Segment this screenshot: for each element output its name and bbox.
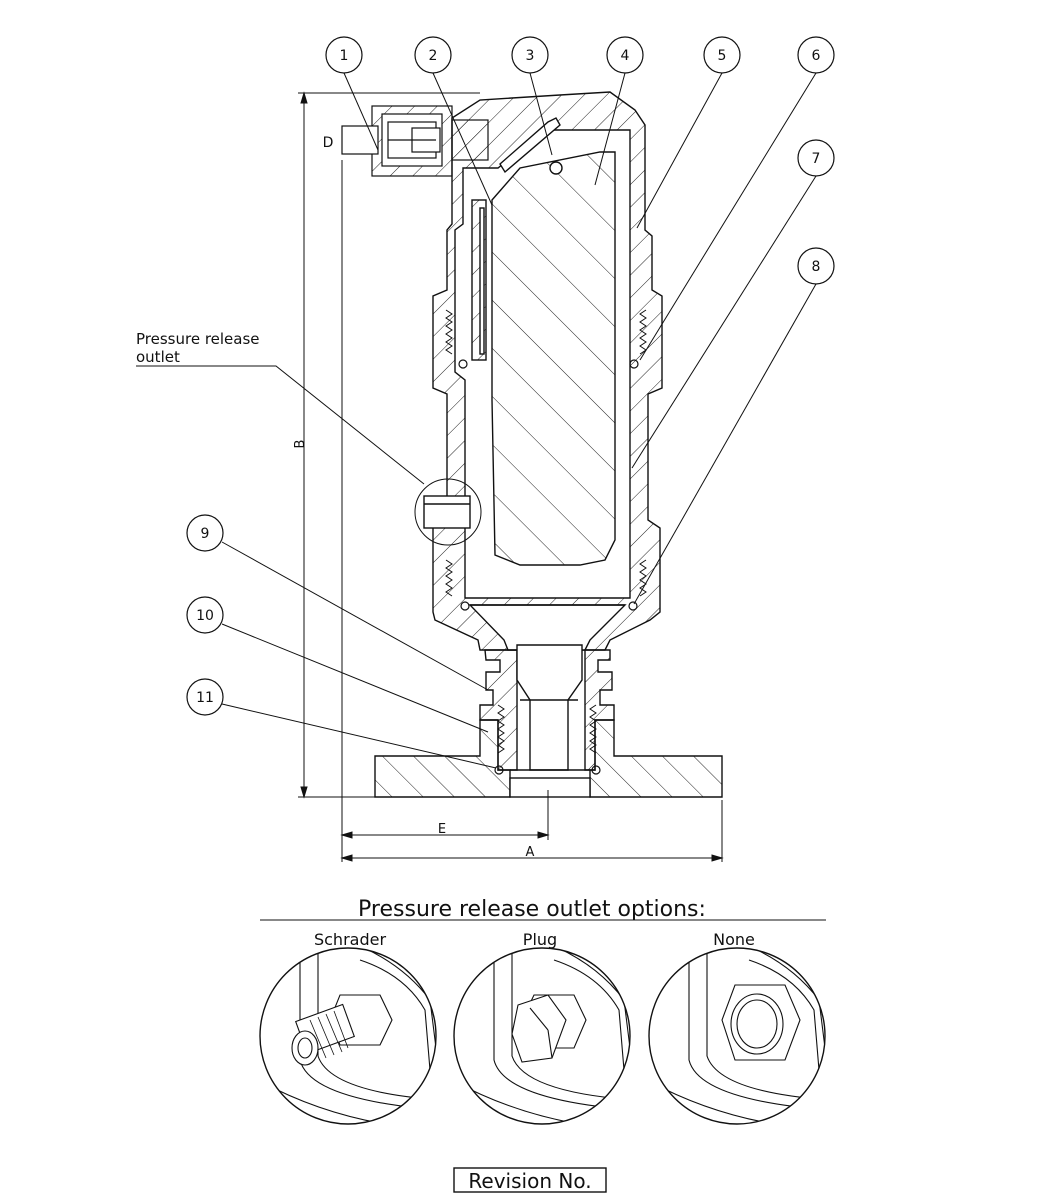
svg-text:3: 3 bbox=[526, 48, 535, 64]
base-seal-disc bbox=[509, 777, 591, 798]
options-title: Pressure release outlet options: bbox=[358, 897, 706, 922]
revision-label: Revision No. bbox=[468, 1169, 591, 1193]
o-rings bbox=[458, 359, 639, 775]
annotation-line-2: outlet bbox=[136, 348, 180, 366]
callout-item-6: 6 bbox=[797, 36, 835, 74]
dimension-b: B bbox=[293, 440, 308, 449]
dimension-a: A bbox=[526, 845, 535, 860]
callout-item-8: 8 bbox=[797, 247, 835, 285]
callout-item-3: 3 bbox=[511, 36, 549, 74]
base-flange-right bbox=[589, 719, 723, 798]
annotation-line-1: Pressure release bbox=[136, 330, 260, 348]
option-schrader-view bbox=[259, 947, 437, 1125]
option-plug-view bbox=[453, 947, 631, 1125]
section-view bbox=[341, 91, 723, 798]
svg-text:2: 2 bbox=[429, 48, 438, 64]
top-fitting bbox=[341, 105, 489, 177]
dimension-d: D bbox=[323, 135, 334, 151]
option-label-schrader: Schrader bbox=[314, 930, 386, 949]
svg-text:10: 10 bbox=[196, 608, 214, 624]
svg-text:8: 8 bbox=[812, 259, 821, 275]
svg-text:11: 11 bbox=[196, 690, 214, 706]
callout-item-4: 4 bbox=[606, 36, 644, 74]
svg-text:4: 4 bbox=[621, 48, 630, 64]
svg-text:6: 6 bbox=[812, 48, 821, 64]
dimension-e: E bbox=[438, 822, 446, 837]
svg-text:1: 1 bbox=[340, 48, 349, 64]
piston-core bbox=[491, 151, 616, 566]
callout-item-10: 10 bbox=[186, 596, 224, 634]
callout-item-7: 7 bbox=[797, 139, 835, 177]
release-pin bbox=[499, 117, 561, 174]
base-flange bbox=[374, 719, 511, 798]
callout-item-11: 11 bbox=[186, 678, 224, 716]
revision-box bbox=[453, 1167, 607, 1193]
callout-item-1: 1 bbox=[325, 36, 363, 74]
svg-text:7: 7 bbox=[812, 151, 821, 167]
outlet-detail-circle bbox=[414, 478, 482, 546]
callout-item-2: 2 bbox=[414, 36, 452, 74]
valve-stem bbox=[516, 644, 583, 771]
dimension-lines bbox=[298, 91, 724, 862]
threads bbox=[445, 309, 647, 754]
callout-item-9: 9 bbox=[186, 514, 224, 552]
callout-item-5: 5 bbox=[703, 36, 741, 74]
callout-leaders bbox=[136, 72, 817, 769]
option-label-plug: Plug bbox=[523, 930, 557, 949]
option-none-view bbox=[648, 947, 826, 1125]
option-label-none: None bbox=[713, 930, 755, 949]
svg-text:5: 5 bbox=[718, 48, 727, 64]
svg-text:9: 9 bbox=[201, 526, 210, 542]
